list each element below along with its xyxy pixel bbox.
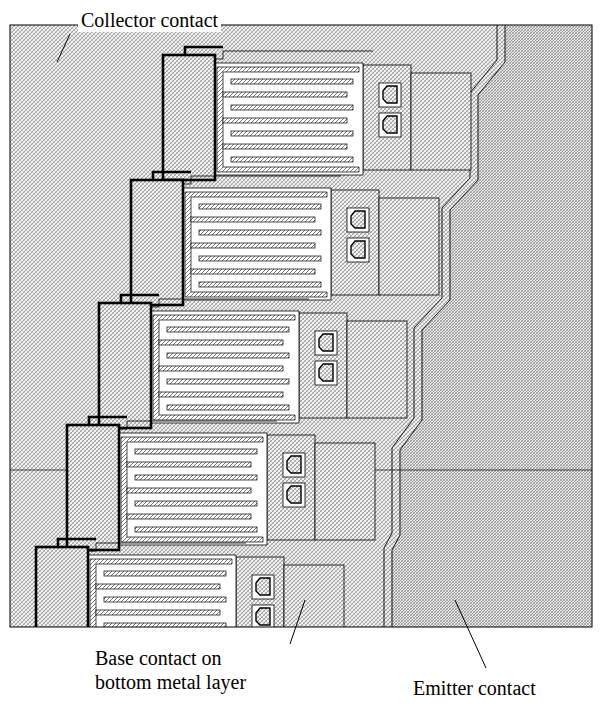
callout-label: Collector contact bbox=[78, 8, 221, 32]
callout-label: Emitter contact bbox=[413, 676, 536, 700]
callout-label: Base contact on bottom metal layer bbox=[95, 646, 275, 694]
